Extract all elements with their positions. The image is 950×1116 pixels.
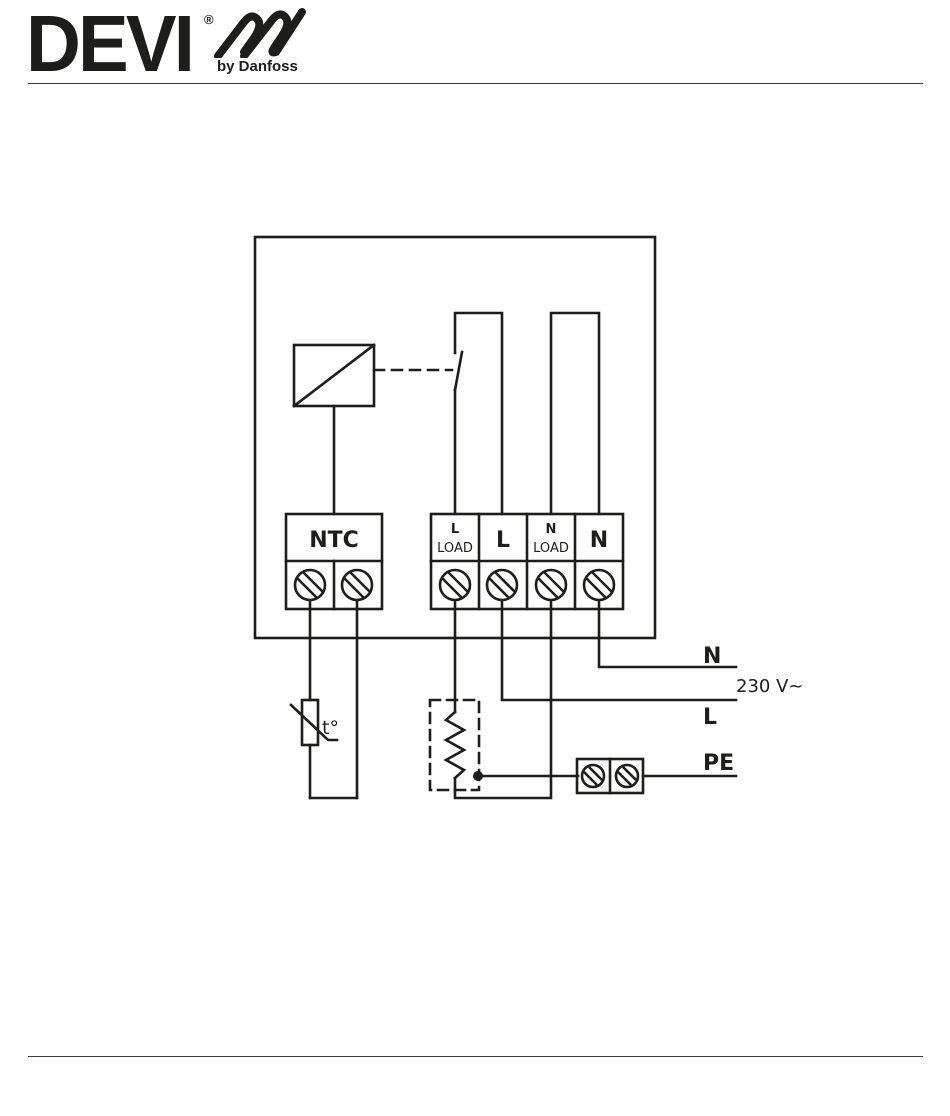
screw-icon (616, 765, 638, 787)
relay-contact (455, 352, 462, 390)
l-load-top-label: L (451, 522, 459, 537)
screw-icon (295, 570, 325, 600)
l-load-bottom-label: LOAD (437, 541, 473, 556)
n-load-bottom-label: LOAD (533, 541, 569, 556)
screw-icon (342, 570, 372, 600)
mains-l-wire (502, 602, 736, 700)
neutral-bridge (551, 313, 599, 514)
footer-rule (28, 1056, 923, 1057)
ntc-label: NTC (309, 528, 359, 553)
screw-icon (584, 570, 614, 600)
relay-wire (455, 313, 502, 514)
mains-n-label: N (703, 644, 721, 669)
voltage-label: 230 V~ (736, 676, 803, 697)
n-label: N (590, 528, 608, 553)
n-load-top-label: N (546, 522, 557, 537)
screw-icon (536, 570, 566, 600)
temperature-symbol: t° (322, 717, 339, 739)
screw-icon (487, 570, 517, 600)
pe-label: PE (703, 751, 734, 776)
mains-l-label: L (703, 705, 717, 730)
screw-icon (440, 570, 470, 600)
pe-junction-dot (473, 771, 483, 781)
heating-resistor (446, 712, 464, 778)
l-label: L (496, 528, 510, 553)
screw-icon (582, 765, 604, 787)
